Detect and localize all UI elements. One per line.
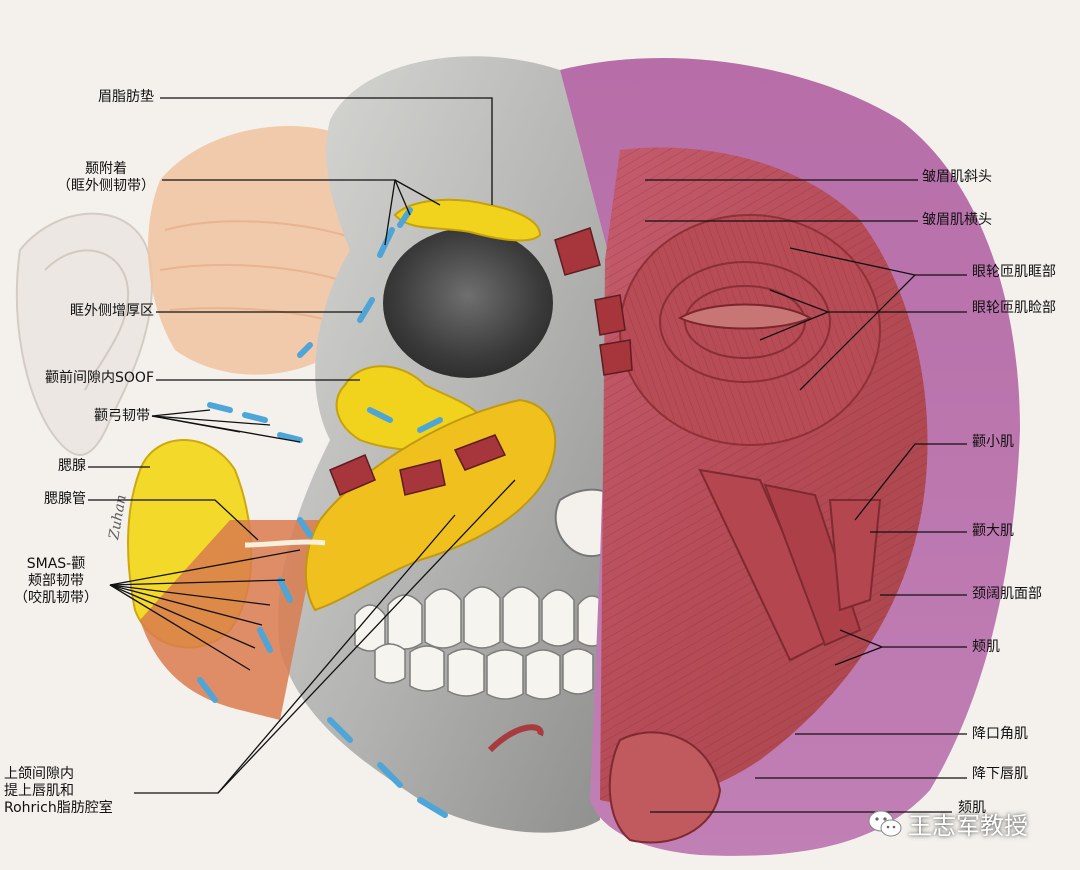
label-corrugator-oblique: 皱眉肌斜头 bbox=[922, 169, 992, 185]
masseter bbox=[140, 520, 320, 720]
ear-outline bbox=[15, 212, 153, 456]
leader-line bbox=[151, 415, 301, 443]
leader-line bbox=[109, 584, 263, 626]
label-orbicularis-orbital: 眼轮匝肌眶部 bbox=[972, 264, 1056, 280]
label-zygomaticus-major: 颧大肌 bbox=[972, 523, 1014, 539]
leader-lines bbox=[88, 97, 967, 813]
wechat-icon bbox=[868, 810, 902, 836]
label-preperiosteal-soof: 颧前间隙内SOOF bbox=[45, 370, 154, 386]
label-buccinator: 颊肌 bbox=[972, 639, 1000, 655]
leader-line bbox=[88, 499, 259, 541]
watermark: 王志军教授 bbox=[868, 806, 1028, 841]
label-orbicularis-palpebral: 眼轮匝肌睑部 bbox=[972, 300, 1056, 316]
leader-line bbox=[109, 584, 271, 606]
label-parotid-gland: 腮腺 bbox=[58, 458, 86, 474]
artist-signature: Zuhan bbox=[106, 493, 130, 541]
label-temporal-attachment: 颞附着（眶外侧韧带） bbox=[57, 161, 155, 194]
label-zygomatic-arch-ligament: 颧弓韧带 bbox=[94, 408, 150, 424]
ligaments bbox=[197, 207, 448, 818]
label-zygomaticus-minor: 颧小肌 bbox=[972, 434, 1014, 450]
leader-line bbox=[394, 179, 441, 206]
label-depressor-anguli-oris: 降口角肌 bbox=[972, 726, 1028, 742]
label-smas-ligament: SMAS-颧颊部韧带（咬肌韧带） bbox=[14, 556, 98, 606]
parotid-duct-line bbox=[244, 539, 326, 548]
label-platysma-facial: 颈阔肌面部 bbox=[972, 586, 1042, 602]
leader-line bbox=[834, 646, 883, 666]
label-lateral-orbital-thickening: 眶外侧增厚区 bbox=[70, 303, 154, 319]
leader-line bbox=[109, 579, 286, 586]
leader-line bbox=[854, 443, 967, 521]
leader-line bbox=[109, 549, 301, 586]
closed-eyelid bbox=[677, 303, 813, 330]
leader-line bbox=[799, 274, 916, 391]
leader-line bbox=[151, 409, 211, 417]
leader-line bbox=[109, 584, 251, 671]
mentalis-region bbox=[608, 731, 722, 844]
leader-line bbox=[217, 479, 516, 794]
label-brow-fat-pad: 眉脂肪垫 bbox=[98, 89, 154, 105]
leader-line bbox=[109, 584, 256, 649]
label-corrugator-transverse: 皱眉肌横头 bbox=[922, 212, 992, 228]
teeth bbox=[354, 586, 607, 700]
watermark-text: 王志军教授 bbox=[908, 812, 1028, 840]
leader-line bbox=[151, 415, 271, 426]
leader-line bbox=[160, 97, 493, 205]
orbit bbox=[383, 228, 553, 378]
label-parotid-duct: 腮腺管 bbox=[44, 491, 86, 507]
label-depressor-labii-inferioris: 降下唇肌 bbox=[972, 766, 1028, 782]
leader-line bbox=[759, 311, 829, 341]
brow-fat bbox=[393, 198, 542, 242]
cut-muscle-stumps bbox=[329, 227, 633, 496]
label-mentalis: 颏肌 bbox=[958, 800, 986, 816]
leader-line bbox=[394, 179, 411, 216]
